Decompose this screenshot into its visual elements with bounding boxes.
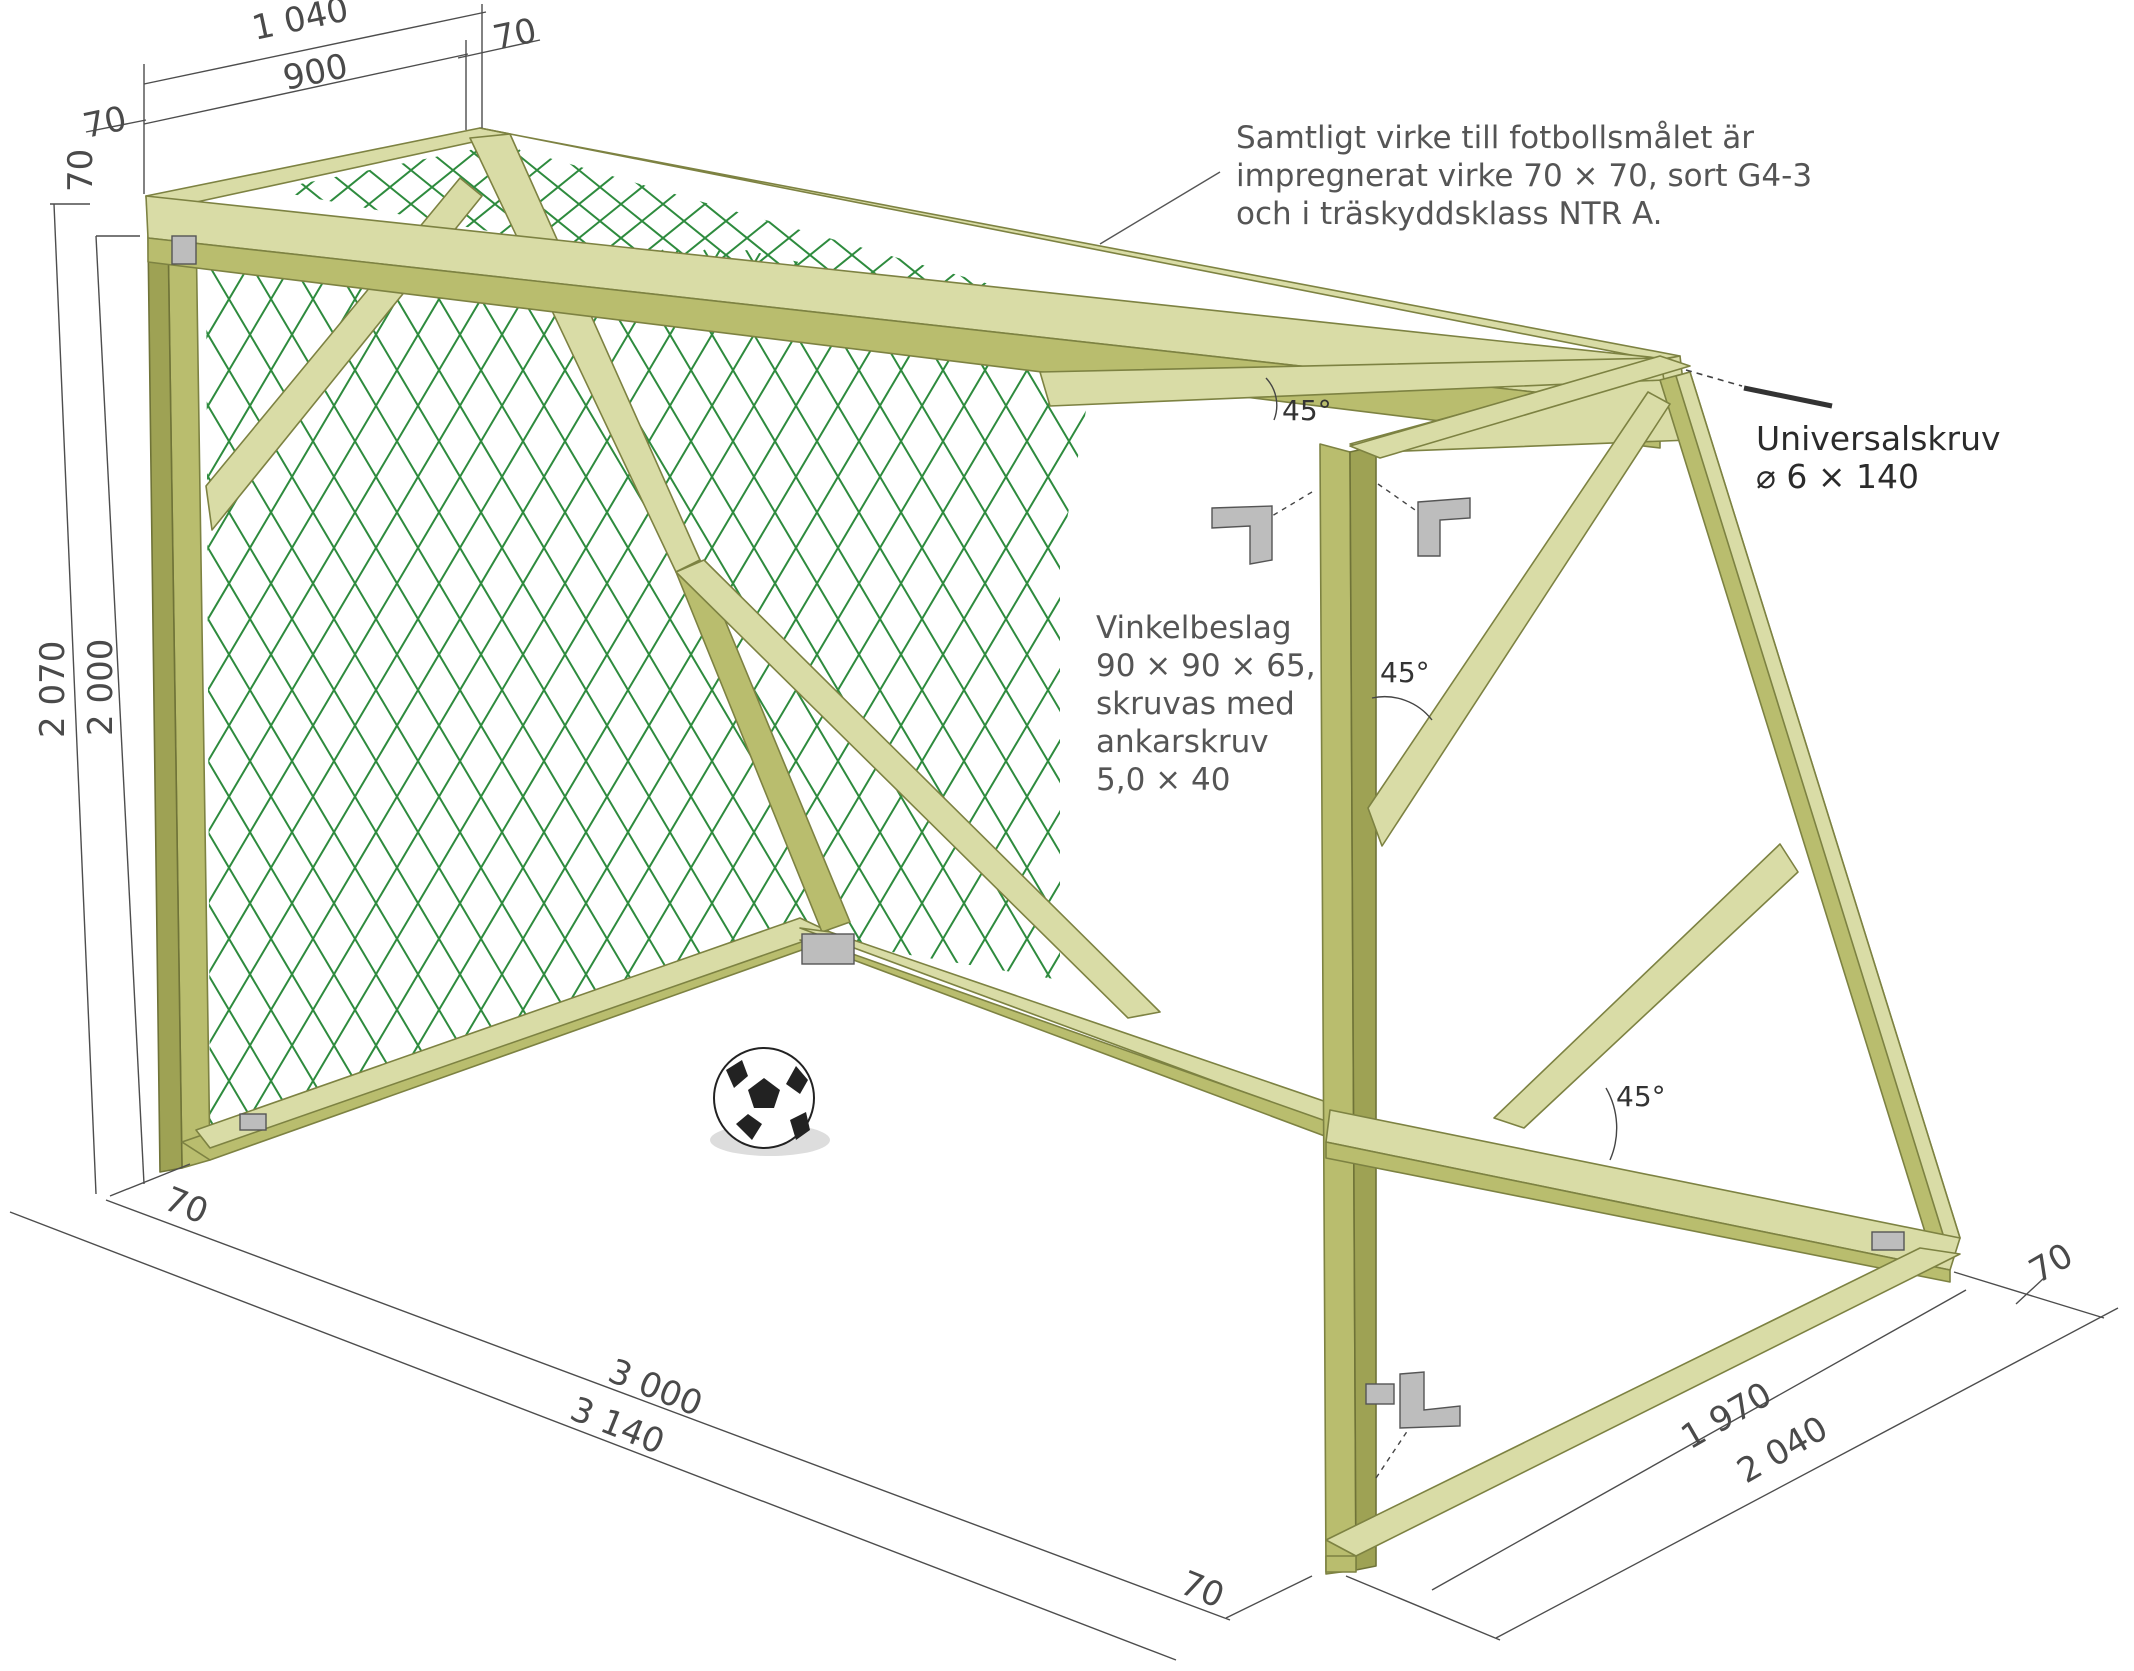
floor-front-bar-end bbox=[1325, 1555, 1357, 1573]
angle-bracket-icon bbox=[1417, 497, 1471, 557]
net-strand bbox=[206, 249, 511, 1130]
net-strand bbox=[270, 149, 395, 346]
dim-top-right-70: 70 bbox=[490, 11, 541, 59]
net-strand bbox=[955, 249, 1100, 1130]
net-strand bbox=[871, 249, 1100, 1130]
bracket-note-line-4: ankarskruv bbox=[1096, 724, 1269, 760]
angle-label-side-upper: 45° bbox=[1380, 656, 1430, 689]
net-strand bbox=[206, 249, 343, 1130]
net-strand bbox=[206, 249, 721, 1130]
floor-front-bar bbox=[1325, 1247, 1961, 1557]
floor-right-bar bbox=[1325, 1109, 1961, 1271]
net-strand bbox=[1796, 250, 2134, 1130]
net-strand bbox=[206, 249, 301, 1130]
net-strand bbox=[1796, 250, 2134, 1130]
net-strand bbox=[206, 249, 343, 1130]
screw-size: ⌀ 6 × 140 bbox=[1756, 457, 1919, 496]
angle-bracket-icon bbox=[1211, 505, 1273, 565]
net-strand bbox=[913, 249, 1100, 1130]
dim-bottom-left-70: 70 bbox=[159, 1179, 214, 1232]
screw-icon bbox=[1685, 369, 1833, 409]
note-line-3: och i träskyddsklass NTR A. bbox=[1236, 196, 1662, 232]
bracket-note-line-3: skruvas med bbox=[1096, 686, 1295, 722]
note-line-2: impregnerat virke 70 × 70, sort G4-3 bbox=[1236, 158, 1812, 194]
net-strand bbox=[206, 249, 679, 1130]
net-strand bbox=[206, 249, 595, 1130]
net-strand bbox=[241, 249, 763, 1130]
angle-label-side-lower: 45° bbox=[1616, 1080, 1666, 1113]
dim-top-inner: 900 bbox=[280, 46, 352, 99]
inner-diagonal-brace bbox=[675, 559, 1161, 1019]
net-strand bbox=[206, 249, 427, 1130]
screw-name: Universalskruv bbox=[1756, 419, 2001, 458]
net-strand bbox=[206, 249, 637, 1130]
bracket-note-line-2: 90 × 90 × 65, bbox=[1096, 648, 1316, 684]
dim-height-inner: 2 000 bbox=[81, 639, 121, 736]
net-strand bbox=[0, 250, 6, 1130]
net-strand bbox=[206, 249, 469, 1130]
net-strand bbox=[1754, 250, 2134, 1130]
net-strand bbox=[206, 249, 301, 1130]
dim-right-70: 70 bbox=[2023, 1236, 2080, 1292]
dim-bottom-mid-70: 70 bbox=[1175, 1563, 1230, 1616]
net-strand bbox=[409, 249, 931, 1130]
floor-right-bar-face bbox=[1325, 1141, 1951, 1283]
net-strand bbox=[206, 249, 385, 1130]
bracket-note-line-1: Vinkelbeslag bbox=[1096, 610, 1292, 646]
dim-top-left-70: 70 bbox=[80, 99, 131, 147]
right-upper-brace bbox=[1367, 391, 1671, 847]
bracket-note-line-5: 5,0 × 40 bbox=[1096, 762, 1230, 798]
ridge-brace-lower bbox=[675, 559, 851, 933]
soccer-ball-icon bbox=[710, 1047, 830, 1156]
corner-bracket-icon bbox=[171, 235, 1905, 1405]
goal-frame bbox=[145, 127, 1961, 1575]
net-strand bbox=[1670, 250, 2134, 1130]
note-line-1: Samtligt virke till fotbollsmålet är bbox=[1236, 120, 1754, 156]
right-lower-brace bbox=[1493, 843, 1799, 1129]
net-strand bbox=[367, 249, 889, 1130]
note-leader-line bbox=[1099, 171, 1221, 245]
right-top-bar bbox=[1349, 355, 1691, 459]
floor-side-bar-face bbox=[799, 939, 1341, 1139]
net-strand bbox=[451, 249, 973, 1130]
net-strand bbox=[270, 149, 353, 346]
dim-vert-top-70: 70 bbox=[61, 149, 101, 192]
right-slanted-post-edge bbox=[1675, 371, 1961, 1245]
angle-label-top: 45° bbox=[1282, 394, 1332, 427]
net-strand bbox=[283, 249, 805, 1130]
net-strand bbox=[206, 249, 553, 1130]
net-strand bbox=[206, 249, 427, 1130]
net-strand bbox=[206, 249, 511, 1130]
dimension-lines bbox=[9, 4, 2119, 1661]
net-strand bbox=[325, 249, 847, 1130]
net-strand bbox=[1670, 250, 2134, 1130]
net-strand bbox=[0, 250, 6, 1130]
dim-top-outer: 1 040 bbox=[249, 0, 353, 49]
dim-height-outer: 2 070 bbox=[33, 641, 73, 738]
angle-bracket-icon bbox=[1399, 1371, 1461, 1429]
net-strand bbox=[1754, 250, 2134, 1130]
